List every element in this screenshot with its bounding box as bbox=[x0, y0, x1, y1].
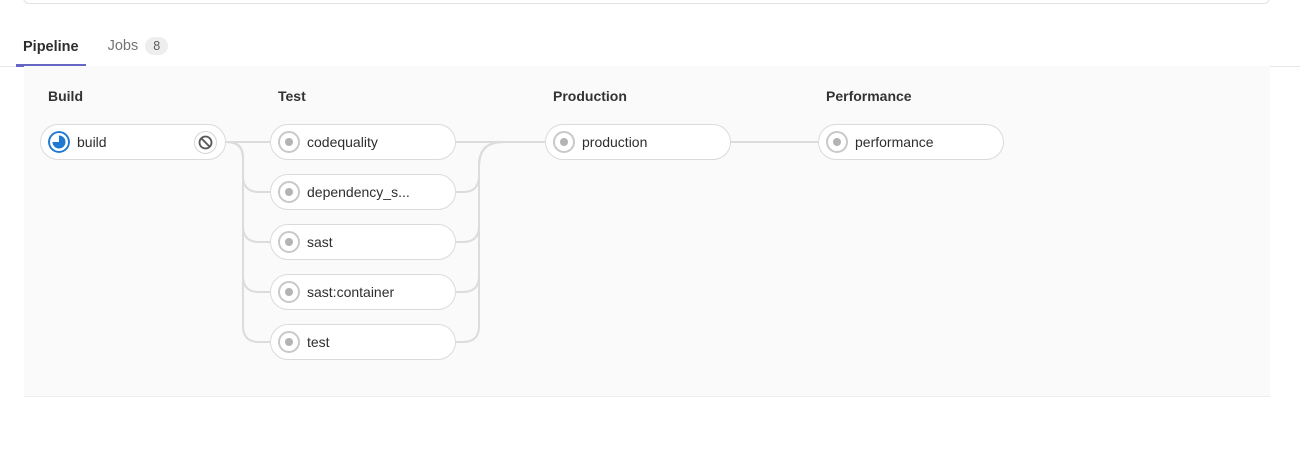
job-name-label: dependency_s... bbox=[307, 184, 410, 200]
stage-header-test: Test bbox=[278, 88, 306, 104]
job-pill-sast[interactable]: sast bbox=[270, 224, 456, 260]
status-running-icon bbox=[48, 131, 70, 153]
status-created-icon bbox=[278, 231, 300, 253]
status-created-icon bbox=[278, 281, 300, 303]
status-created-icon bbox=[826, 131, 848, 153]
stage-header-performance: Performance bbox=[826, 88, 912, 104]
job-name-label: test bbox=[307, 334, 330, 350]
job-pill-dependency-s-[interactable]: dependency_s... bbox=[270, 174, 456, 210]
tab-pipeline[interactable]: Pipeline bbox=[16, 30, 86, 67]
job-name-label: sast:container bbox=[307, 284, 395, 300]
pipeline-graph: Build build Test codequality dependency_s...… bbox=[24, 66, 1270, 397]
jobs-count-badge: 8 bbox=[145, 37, 169, 55]
ban-icon bbox=[198, 135, 213, 149]
job-name-label: sast bbox=[307, 234, 333, 250]
stage-header-production: Production bbox=[553, 88, 627, 104]
job-name-label: build bbox=[77, 134, 107, 150]
status-created-dot bbox=[833, 138, 841, 146]
tab-jobs[interactable]: Jobs 8 bbox=[101, 28, 176, 67]
stage-header-build: Build bbox=[48, 88, 83, 104]
status-created-dot bbox=[285, 188, 293, 196]
status-created-icon bbox=[553, 131, 575, 153]
job-pill-codequality[interactable]: codequality bbox=[270, 124, 456, 160]
status-created-dot bbox=[285, 338, 293, 346]
status-created-dot bbox=[285, 288, 293, 296]
job-name-label: production bbox=[582, 134, 648, 150]
header-card-remnant bbox=[23, 0, 1270, 4]
status-created-icon bbox=[278, 181, 300, 203]
job-pill-test[interactable]: test bbox=[270, 324, 456, 360]
tab-pipeline-label: Pipeline bbox=[23, 39, 79, 55]
status-created-icon bbox=[278, 331, 300, 353]
pipeline-connector-lines bbox=[226, 141, 818, 343]
status-created-icon bbox=[278, 131, 300, 153]
job-pill-build[interactable]: build bbox=[40, 124, 226, 160]
pipeline-tabs: Pipeline Jobs 8 bbox=[0, 28, 1300, 67]
status-created-dot bbox=[285, 138, 293, 146]
cancel-job-button[interactable] bbox=[194, 130, 217, 154]
tab-jobs-label: Jobs bbox=[107, 38, 139, 54]
job-pill-sast-container[interactable]: sast:container bbox=[270, 274, 456, 310]
status-created-dot bbox=[285, 238, 293, 246]
status-created-dot bbox=[560, 138, 568, 146]
job-name-label: performance bbox=[855, 134, 934, 150]
job-pill-production[interactable]: production bbox=[545, 124, 731, 160]
job-pill-performance[interactable]: performance bbox=[818, 124, 1004, 160]
job-name-label: codequality bbox=[307, 134, 378, 150]
